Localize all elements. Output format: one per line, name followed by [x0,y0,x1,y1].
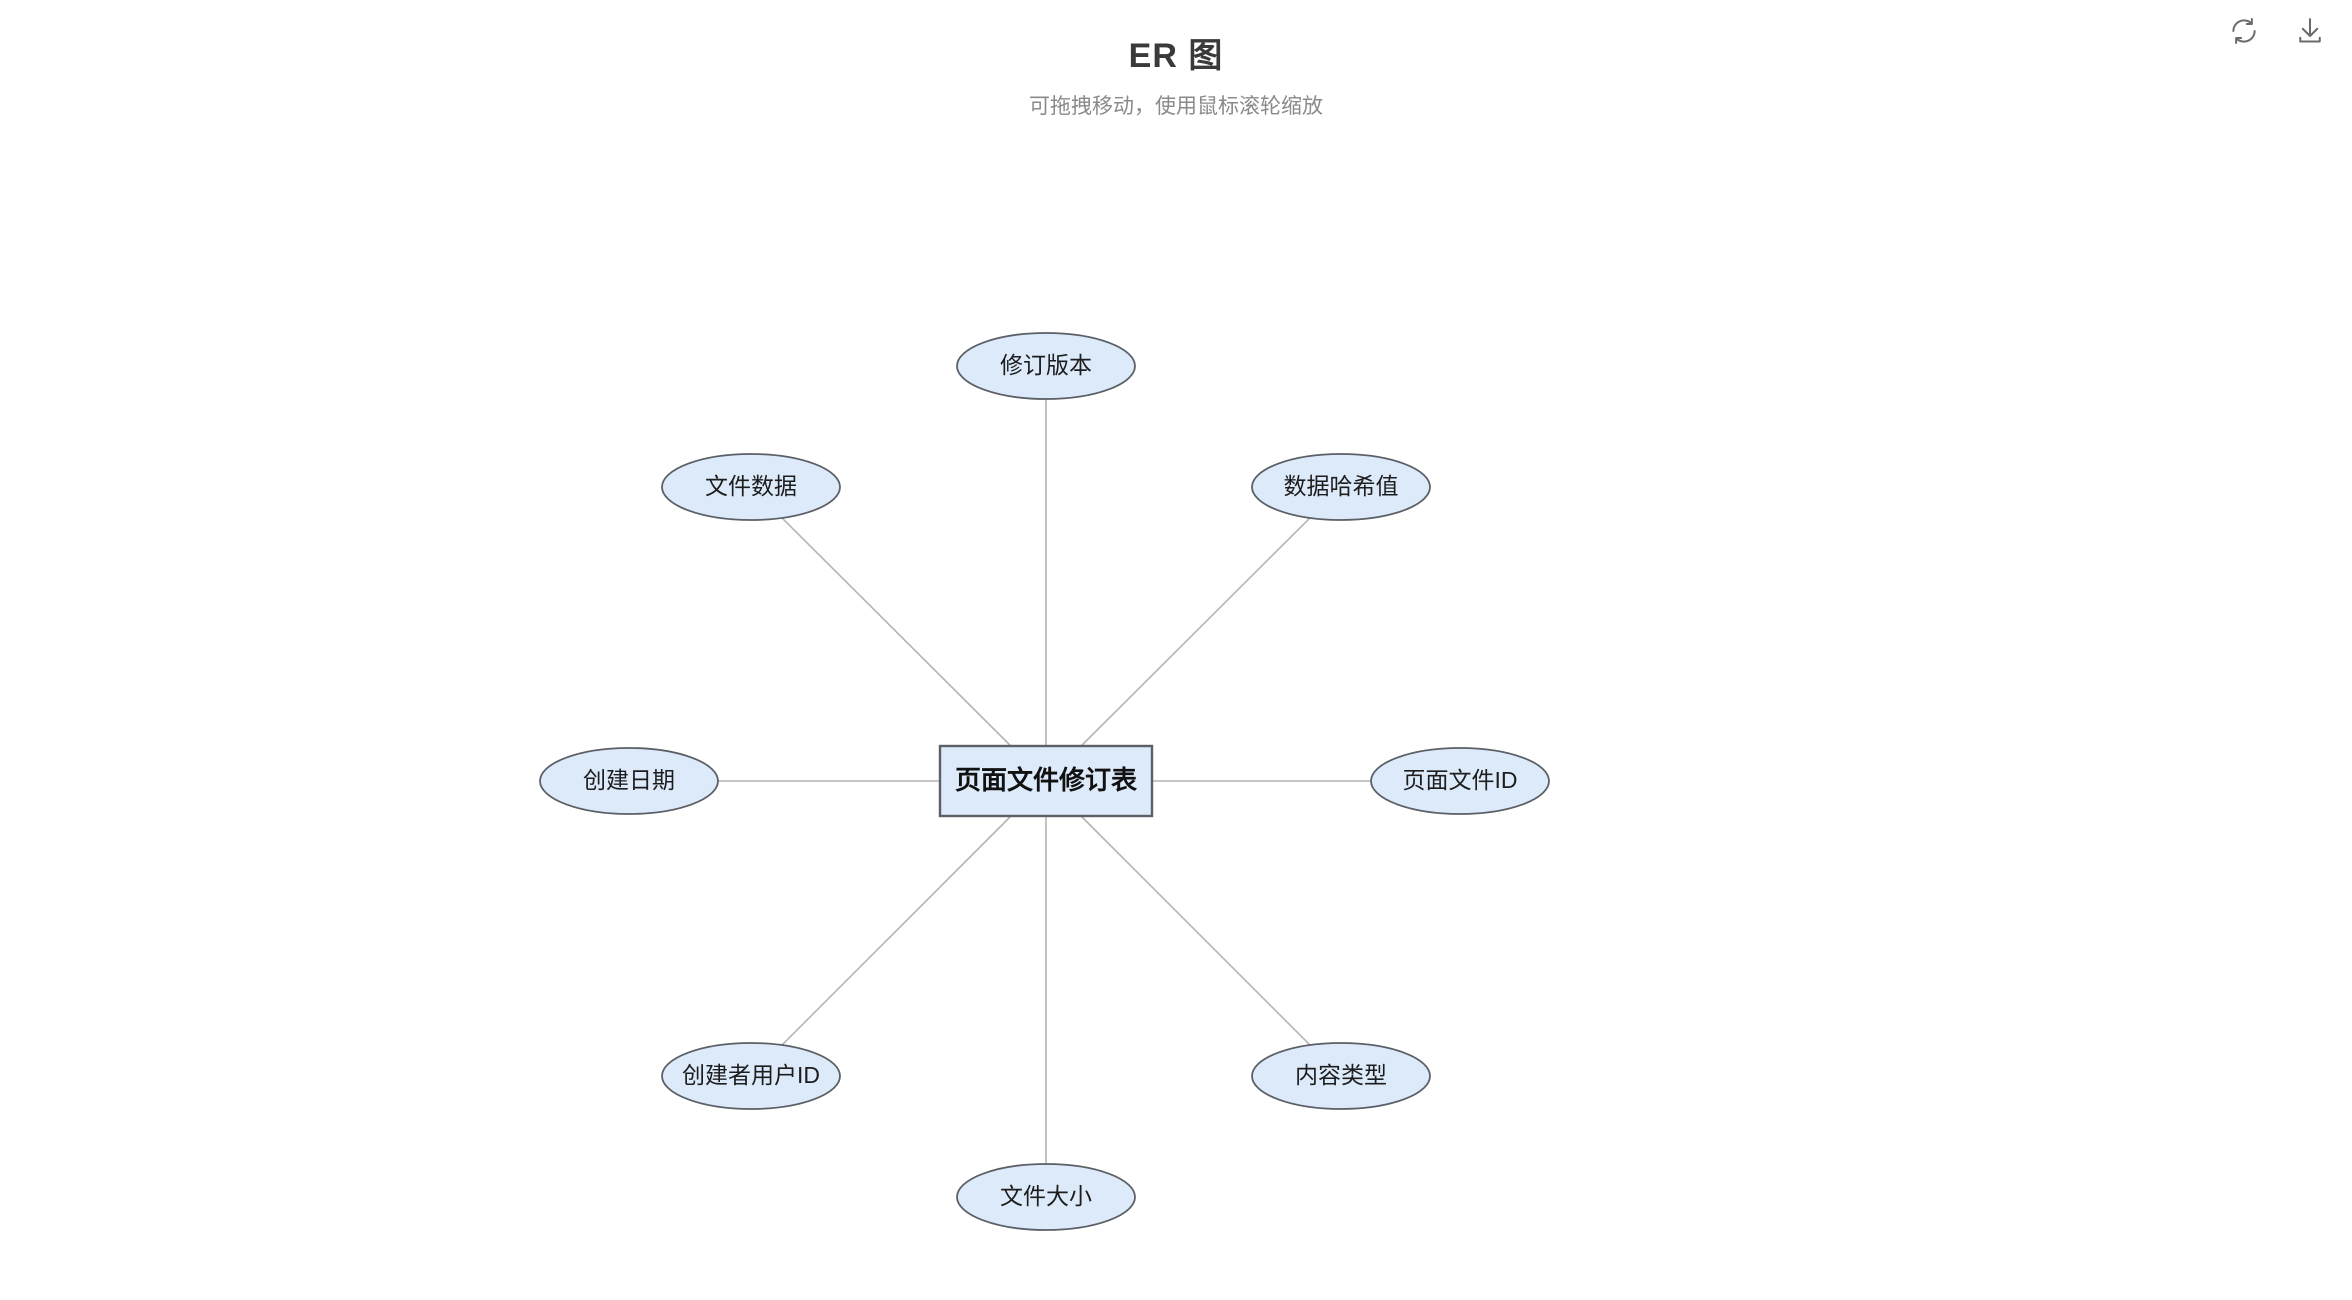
entity-node-page_file_revision[interactable]: 页面文件修订表 [938,744,1154,818]
attribute-label: 页面文件ID [1403,767,1518,793]
attribute-label: 数据哈希值 [1284,473,1399,499]
attribute-node-creator_user_id[interactable]: 创建者用户ID [661,1042,841,1110]
attribute-label: 文件数据 [705,473,797,499]
attribute-node-data_hash[interactable]: 数据哈希值 [1251,453,1431,521]
attribute-label: 创建日期 [583,767,675,793]
refresh-icon [2229,16,2259,46]
entity-label: 页面文件修订表 [955,765,1138,795]
attribute-label: 创建者用户ID [682,1062,820,1088]
diagram-toolbar [2224,0,2352,62]
attribute-label: 修订版本 [1000,352,1092,378]
reset-view-button[interactable] [2224,11,2264,51]
edges-layer [718,399,1371,1164]
attribute-node-created_date[interactable]: 创建日期 [539,747,719,815]
download-button[interactable] [2290,11,2330,51]
attribute-label: 内容类型 [1295,1062,1387,1088]
attribute-node-page_file_id[interactable]: 页面文件ID [1370,747,1550,815]
attribute-node-file_data[interactable]: 文件数据 [661,453,841,521]
attribute-label: 文件大小 [1000,1183,1092,1209]
download-icon [2295,16,2325,46]
edge-page_file_revision-to-data_hash [1080,517,1311,747]
edge-page_file_revision-to-file_data [781,517,1012,747]
attribute-node-content_type[interactable]: 内容类型 [1251,1042,1431,1110]
attribute-node-revision_version[interactable]: 修订版本 [956,332,1136,400]
attribute-node-file_size[interactable]: 文件大小 [956,1163,1136,1231]
edge-page_file_revision-to-content_type [1080,815,1311,1046]
edge-page_file_revision-to-creator_user_id [781,815,1012,1046]
